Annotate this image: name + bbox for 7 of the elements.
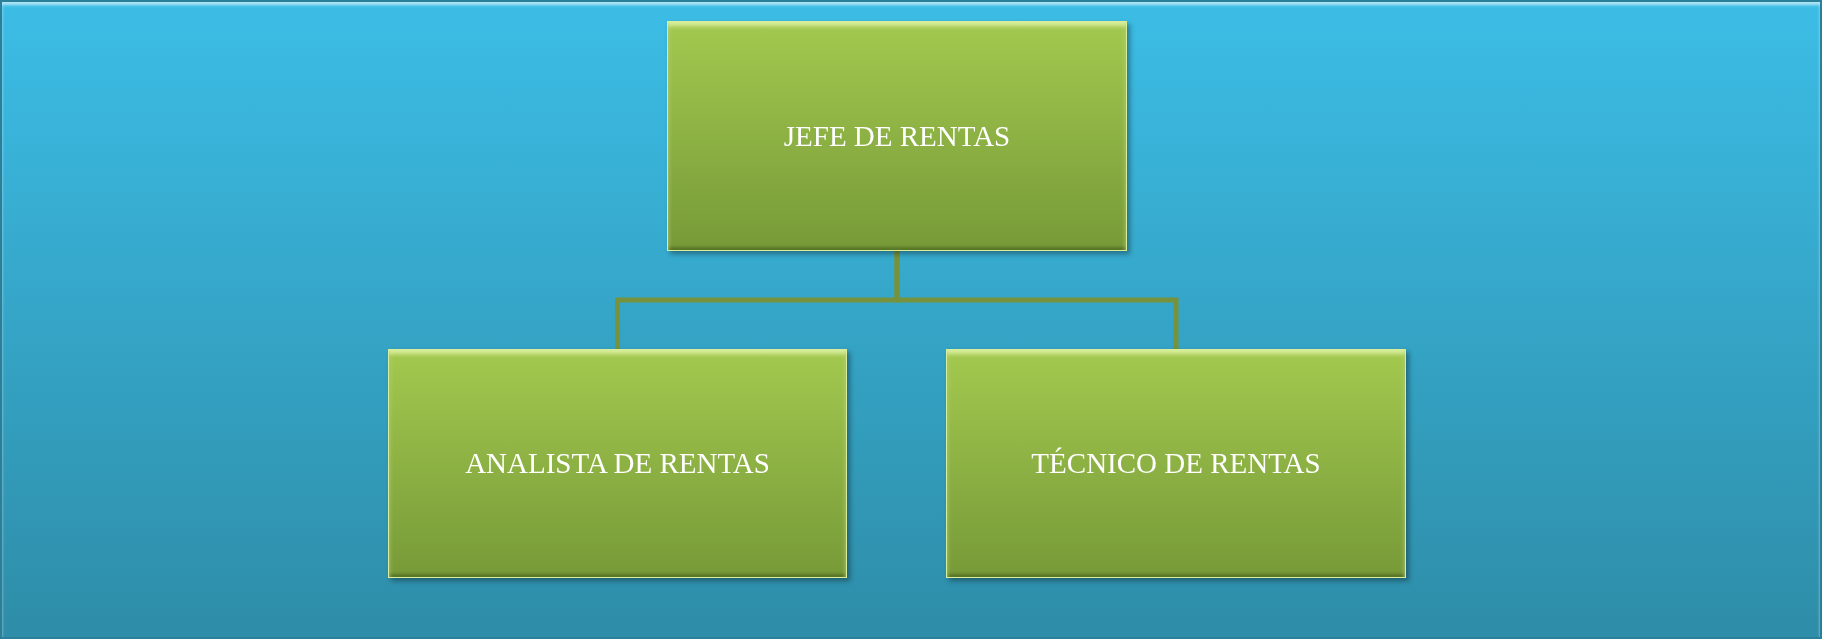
role-title: JEFE DE RENTAS: [782, 119, 1012, 153]
role-title: ANALISTA DE RENTAS: [464, 447, 771, 480]
org-box: [946, 349, 1406, 578]
connector-line: [894, 251, 1179, 349]
org-box: [388, 349, 847, 578]
role-title: TÉCNICO DE RENTAS: [1030, 447, 1322, 480]
org-box: [667, 21, 1127, 251]
